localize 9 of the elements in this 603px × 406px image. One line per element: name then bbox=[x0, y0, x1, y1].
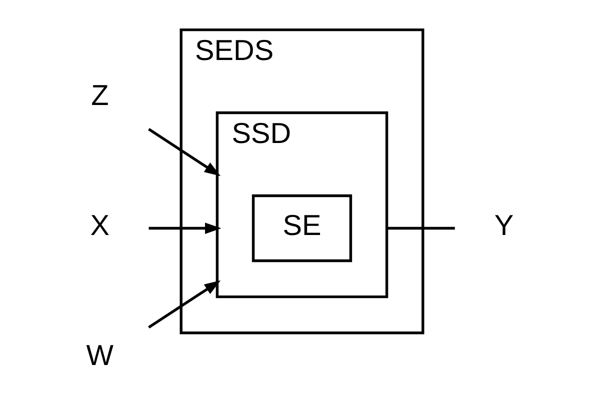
node-text: X bbox=[90, 210, 110, 242]
node-text: W bbox=[86, 340, 114, 372]
connector bbox=[386, 226, 454, 230]
node-text: Z bbox=[90, 80, 108, 112]
arrow bbox=[148, 280, 220, 329]
arrow bbox=[148, 222, 221, 234]
arrow bbox=[148, 128, 220, 176]
node-text: Y bbox=[494, 210, 514, 242]
node-box: SE bbox=[251, 194, 352, 262]
